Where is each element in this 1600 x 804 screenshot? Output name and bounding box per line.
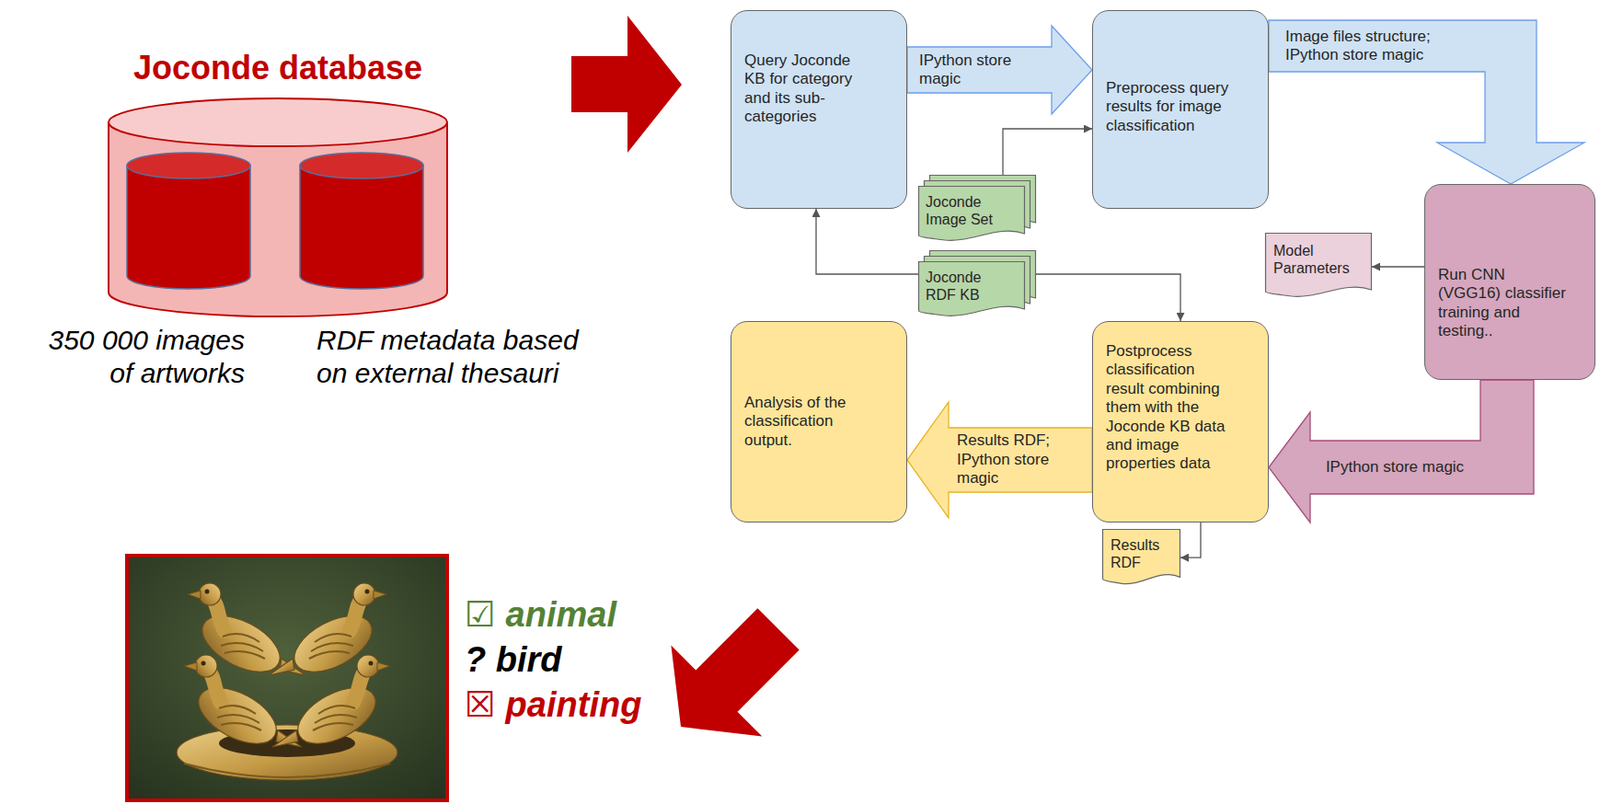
flow-connector	[1035, 274, 1181, 322]
node-label: Model Parameters	[1273, 241, 1364, 277]
document-stack: Joconde Image Set	[918, 174, 1036, 243]
metadata-store-top	[299, 152, 424, 179]
edge-label: IPython store magic	[917, 51, 1037, 90]
block-arrow	[907, 25, 1093, 115]
label-anchor: ? bird	[464, 639, 563, 682]
label-anchor: 350 000 images of artworks	[33, 323, 245, 391]
image-store-top	[126, 152, 251, 179]
result-label: ☒ painting	[464, 684, 642, 727]
flow-connector	[1371, 265, 1425, 267]
label-anchor: ☑ animal	[464, 594, 617, 637]
label-anchor: RDF metadata based on external thesauri	[316, 323, 602, 391]
database-icon	[108, 98, 448, 317]
edge-label-anchor: IPython store magic	[917, 51, 1037, 90]
edge-group	[816, 20, 1585, 558]
flow-connector	[1180, 522, 1201, 558]
process-box: Preprocess query results for image class…	[1092, 10, 1269, 209]
document-sheet	[919, 186, 1025, 242]
photo-frame	[126, 555, 448, 801]
document-sheet	[1266, 233, 1372, 298]
big-red-arrow	[635, 583, 825, 772]
result-label: ? bird	[464, 639, 563, 682]
process-box: Run CNN (VGG16) classifier training and …	[1424, 184, 1596, 380]
node-label: Run CNN (VGG16) classifier training and …	[1438, 265, 1567, 342]
node-label: Joconde RDF KB	[925, 268, 1009, 304]
caption-note: 350 000 images of artworks	[33, 323, 245, 391]
edge-label-anchor: IPython store magic	[1323, 458, 1466, 477]
caption-note: RDF metadata based on external thesauri	[316, 323, 602, 391]
edge-label: IPython store magic	[1323, 458, 1466, 477]
edge-label: Results RDF; IPython store magic	[955, 431, 1084, 488]
database-outer-top	[108, 98, 448, 147]
block-arrow	[907, 402, 1093, 518]
flow-connector	[1002, 128, 1093, 175]
process-box: Postprocess classification result combin…	[1092, 321, 1269, 523]
diagram-title: Joconde database	[133, 47, 423, 88]
process-box: Analysis of the classification output.	[730, 321, 908, 523]
result-label: ☑ animal	[464, 594, 617, 637]
image-store-body	[126, 165, 251, 289]
edge-label-anchor: Image files structure; IPython store mag…	[1283, 27, 1477, 66]
node-label: Postprocess classification result combin…	[1105, 342, 1235, 474]
document-sheet	[1103, 529, 1181, 585]
process-box: Query Joconde KB for category and its su…	[730, 10, 908, 209]
node-label: Query Joconde KB for category and its su…	[744, 51, 874, 127]
title-anchor: Joconde database	[133, 47, 423, 88]
label-anchor: ☒ painting	[464, 684, 642, 727]
document-sheet	[919, 262, 1025, 317]
bird-figure	[272, 655, 391, 756]
sculpture-ring	[176, 725, 398, 781]
node-label: Analysis of the classification output.	[744, 393, 874, 450]
document-stack: Joconde RDF KB	[918, 250, 1036, 319]
big-red-arrow	[571, 15, 682, 153]
flow-connector	[816, 208, 919, 275]
node-label: Joconde Image Set	[925, 193, 1009, 229]
document-shape: Model Parameters	[1265, 232, 1372, 300]
metadata-store-body	[299, 165, 424, 289]
document-shape: Results RDF	[1102, 529, 1181, 587]
edge-label: Image files structure; IPython store mag…	[1283, 27, 1477, 66]
block-arrow	[1268, 20, 1585, 185]
node-label: Preprocess query results for image class…	[1105, 79, 1235, 136]
ring-engraving	[184, 763, 391, 778]
block-arrow	[1268, 379, 1534, 523]
database-outer-body	[108, 122, 448, 317]
node-label: Results RDF	[1110, 536, 1172, 572]
edge-label-anchor: Results RDF; IPython store magic	[955, 431, 1084, 488]
artwork-photo	[126, 555, 448, 801]
